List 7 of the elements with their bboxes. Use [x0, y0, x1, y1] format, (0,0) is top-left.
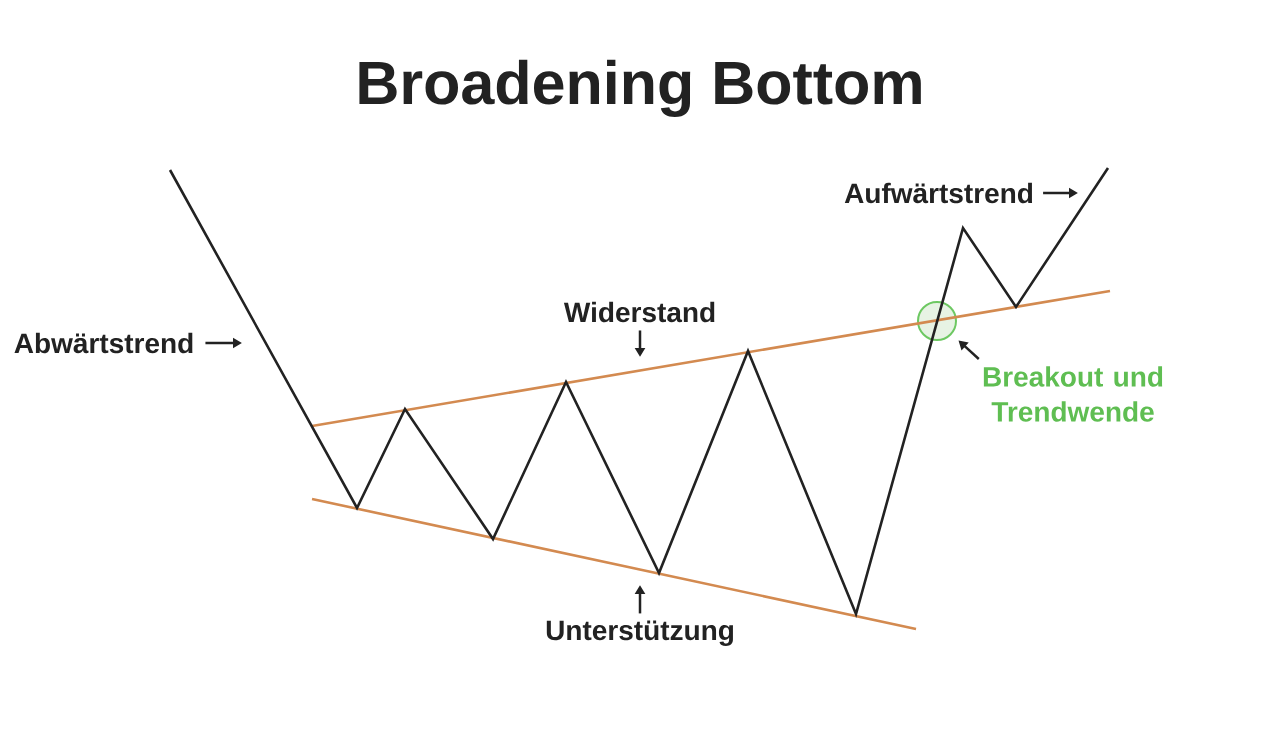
- resistance-label: Widerstand: [563, 301, 715, 323]
- breakout-circle: [917, 301, 957, 341]
- trend-label: Abwärtstrend: [14, 332, 193, 354]
- trend-label: Aufwärtstrend: [844, 182, 1033, 204]
- support-label: Unterstützung: [546, 620, 733, 646]
- breakout-label: Breakout und Trendwende: [983, 366, 1163, 422]
- title: Broadening Bottom: [359, 59, 921, 117]
